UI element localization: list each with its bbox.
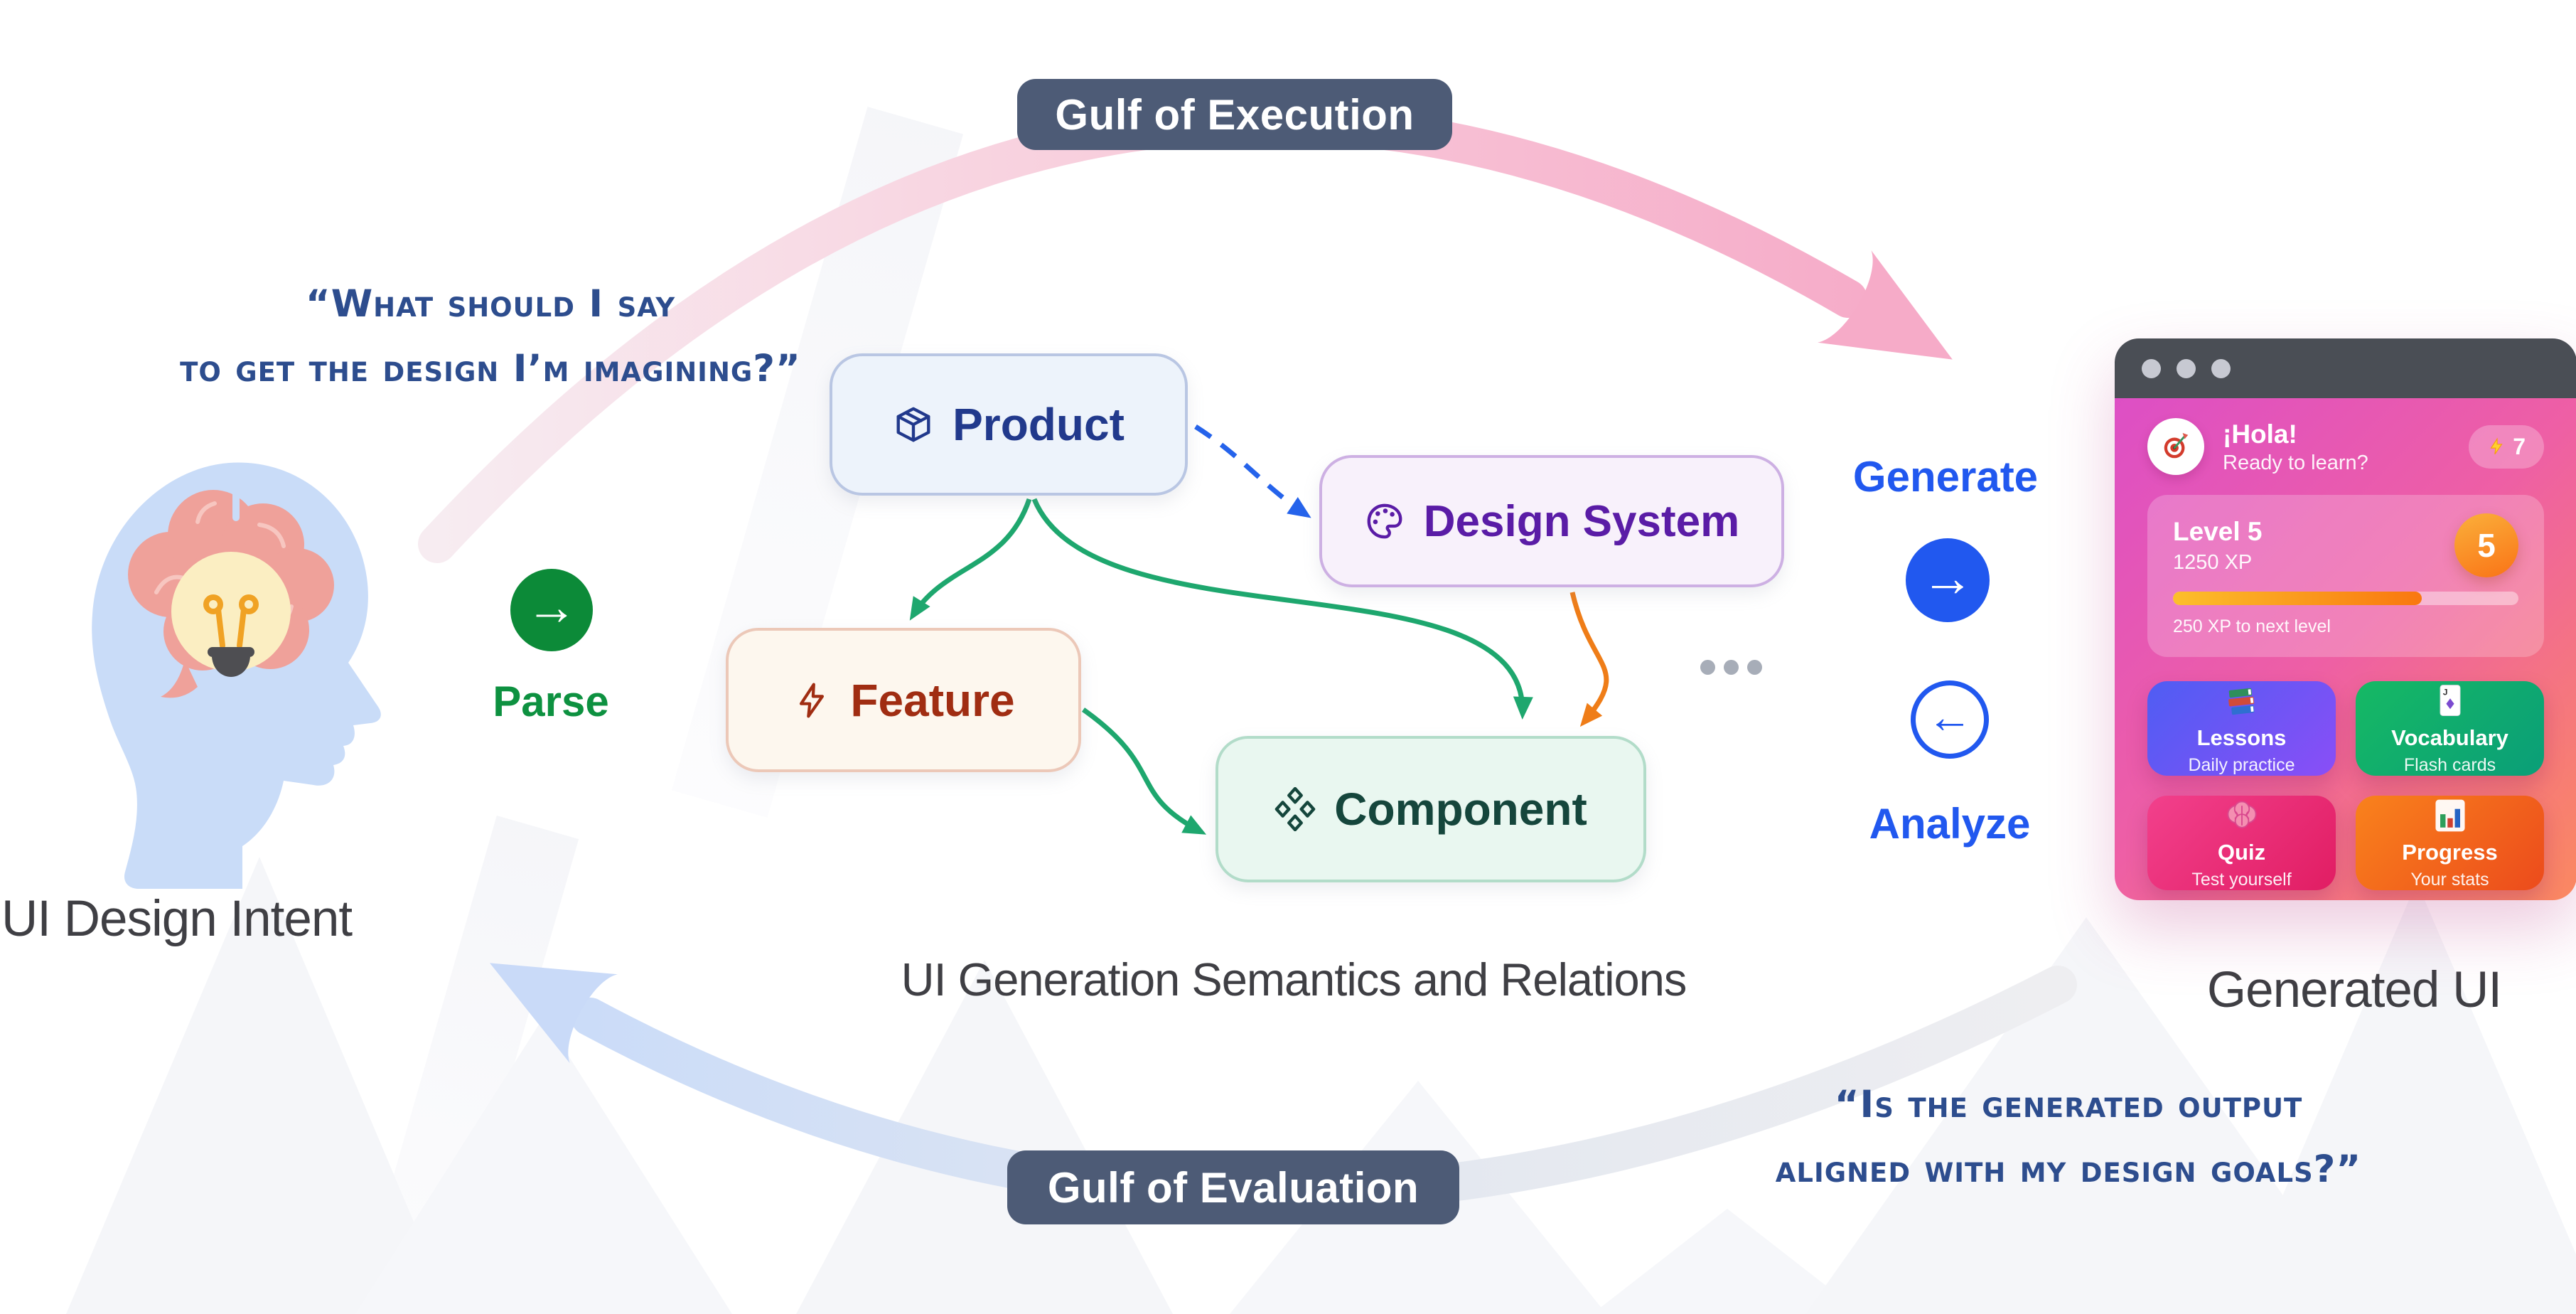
xp-progress-fill [2173,592,2422,605]
generate-label: Generate [1852,453,2039,501]
arrow-product-to-designsystem-dashed [1194,424,1311,518]
window-control-dot [2177,358,2196,378]
tile-vocabulary-subtitle: Flash cards [2403,755,2496,775]
level-badge: 5 [2454,513,2518,577]
node-design-system-label: Design System [1423,496,1740,546]
node-feature-label: Feature [850,674,1015,726]
tile-vocabulary: J Vocabulary Flash cards [2356,681,2544,776]
right-arrow-glyph: → [526,579,577,636]
evaluation-quote-line2: aligned with my design goals?” [1775,1148,2362,1192]
app-greeting: ¡Hola! [2223,420,2297,449]
gulf-of-evaluation-label: Gulf of Evaluation [1047,1163,1420,1212]
intent-quote: “What should I say to get the design I’m… [100,272,881,401]
books-icon [2228,688,2254,715]
flashcard-icon: J [2440,685,2460,716]
node-component-label: Component [1334,784,1587,835]
app-greeting-block: ¡Hola! Ready to learn? [2223,418,2368,474]
tile-quiz-subtitle: Test yourself [2191,870,2292,890]
node-component: Component [1215,736,1646,882]
node-feature: Feature [726,628,1081,772]
node-product-label: Product [952,399,1125,450]
evaluation-quote-line1: “Is the generated output [1834,1083,2303,1126]
parse-label: Parse [493,678,609,725]
arrow-product-to-component [1031,498,1533,720]
left-arrow-glyph: ← [1927,691,1973,742]
gulf-of-evaluation-pill: Gulf of Evaluation [1007,1150,1459,1224]
target-icon [2164,432,2189,459]
app-header: ¡Hola! Ready to learn? 7 [2147,418,2544,475]
semantics-caption: UI Generation Semantics and Relations [901,954,1687,1005]
tile-lessons-subtitle: Daily practice [2188,755,2295,775]
level-card: Level 5 1250 XP 5 250 XP to next level [2147,495,2544,657]
parse-arrow-icon: → [510,569,593,651]
app-tiles-grid: Lessons Daily practice J Vocabulary Flas… [2147,681,2544,890]
background-triangle [2232,882,2576,1314]
tile-quiz: Quiz Test yourself [2147,796,2336,890]
avatar [2147,418,2204,475]
palette-icon [1367,503,1402,539]
arrow-designsystem-to-component [1569,592,1609,727]
lightbulb-icon [171,552,291,677]
streak-count: 7 [2513,433,2526,459]
brain-emoji-icon [2226,801,2257,828]
tile-vocabulary-title: Vocabulary [2391,725,2508,750]
svg-text:J: J [2442,688,2447,698]
analyze-label: Analyze [1869,800,2031,848]
intent-caption: UI Design Intent [1,891,353,947]
level-text-block: Level 5 1250 XP [2173,517,2262,575]
node-product: Product [830,353,1188,496]
app-subtitle: Ready to learn? [2223,451,2368,474]
gulf-of-execution-pill: Gulf of Execution [1017,79,1452,150]
window-titlebar [2115,338,2576,398]
tile-progress: Progress Your stats [2356,796,2544,890]
streak-badge: 7 [2469,424,2544,469]
window-control-dot [2142,358,2161,378]
head-brain-illustration [92,462,381,889]
gulf-of-execution-label: Gulf of Execution [1055,90,1415,139]
intent-quote-line2: to get the design I’m imagining?” [180,347,801,391]
tile-progress-title: Progress [2402,840,2498,865]
arrow-product-to-feature [909,498,1032,621]
bolt-icon [800,683,825,717]
xp-progress-track [2173,592,2518,605]
generated-ui-window: ¡Hola! Ready to learn? 7 Level 5 1250 XP [2115,338,2576,900]
window-control-dot [2211,358,2231,378]
app-screen: ¡Hola! Ready to learn? 7 Level 5 1250 XP [2115,398,2576,900]
analyze-arrow-icon: ← [1911,680,1989,759]
tile-lessons: Lessons Daily practice [2147,681,2336,776]
ellipsis-dots [1700,660,1762,675]
node-design-system: Design System [1319,455,1784,587]
intent-quote-line1: “What should I say [305,282,676,326]
level-xp: 1250 XP [2173,550,2253,574]
generated-ui-caption: Generated UI [2206,962,2502,1018]
right-arrow-glyph: → [1921,548,1974,607]
package-icon [896,407,930,442]
xp-progress-caption: 250 XP to next level [2173,616,2331,636]
arrow-feature-to-component [1081,707,1207,835]
tile-lessons-title: Lessons [2196,725,2287,750]
chart-icon [2435,799,2465,832]
level-title: Level 5 [2173,516,2263,546]
tile-quiz-title: Quiz [2217,840,2266,865]
tile-progress-subtitle: Your stats [2410,870,2489,890]
generate-arrow-icon: → [1906,538,1990,622]
evaluation-quote: “Is the generated output aligned with my… [1656,1072,2481,1202]
diamonds-icon [1274,787,1316,831]
lightning-icon [2490,437,2503,455]
